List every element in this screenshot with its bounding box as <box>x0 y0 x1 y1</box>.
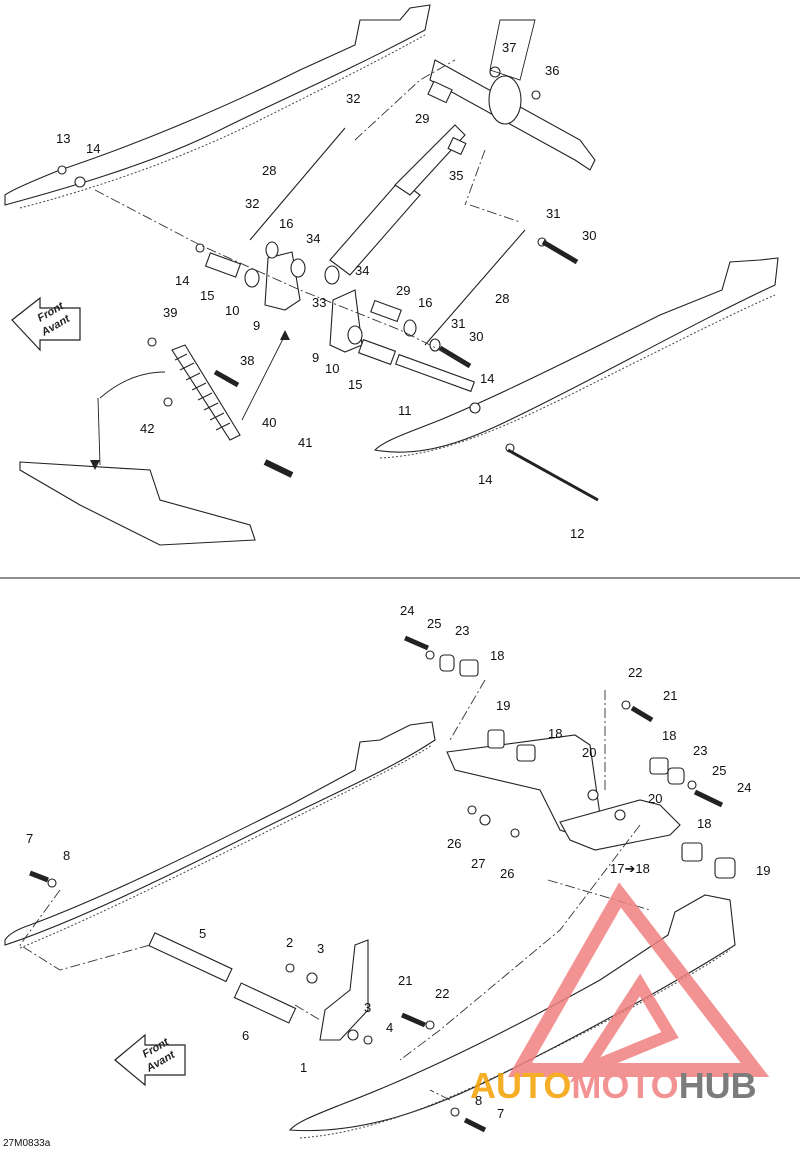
callout: 9 <box>312 350 319 365</box>
callouts-top: 37 36 32 29 13 14 28 35 32 16 34 31 30 1… <box>56 40 596 541</box>
callout: 17➔18 <box>610 861 650 876</box>
callout: 4 <box>386 1020 393 1035</box>
arm-linkage-bottom <box>559 799 681 851</box>
callout: 8 <box>475 1093 482 1108</box>
center-shock <box>329 124 466 276</box>
callout: 14 <box>175 273 189 288</box>
callout: 26 <box>500 866 514 881</box>
callout: 15 <box>200 288 214 303</box>
callout: 37 <box>502 40 516 55</box>
callout: 19 <box>496 698 510 713</box>
shaft-6 <box>233 982 297 1024</box>
callout: 42 <box>140 421 154 436</box>
callout: 6 <box>242 1028 249 1043</box>
cross-shaft-top <box>429 59 596 171</box>
callout: 16 <box>418 295 432 310</box>
watermark-part2: MOTO <box>571 1065 678 1106</box>
callout: 24 <box>400 603 414 618</box>
callout: 10 <box>225 303 239 318</box>
callout: 2 <box>286 935 293 950</box>
callout: 7 <box>26 831 33 846</box>
callout: 29 <box>415 111 429 126</box>
svg-text:AUTOMOTOHUB: AUTOMOTOHUB <box>470 1065 757 1106</box>
callout: 20 <box>582 745 596 760</box>
bushings-bottom <box>47 650 736 1117</box>
callout: 33 <box>312 295 326 310</box>
callout: 20 <box>648 791 662 806</box>
watermark-logo: AUTOMOTOHUB <box>470 882 770 1106</box>
spacers-top <box>57 66 547 453</box>
callout: 13 <box>56 131 70 146</box>
callout: 5 <box>199 926 206 941</box>
callout: 14 <box>86 141 100 156</box>
callout: 23 <box>455 623 469 638</box>
callout: 18 <box>490 648 504 663</box>
link-rod-right <box>424 229 526 346</box>
rear-shock <box>171 344 241 441</box>
callout: 19 <box>756 863 770 878</box>
callout: 18 <box>697 816 711 831</box>
rail-bottom-left <box>4 721 436 949</box>
callout: 27 <box>471 856 485 871</box>
callout: 29 <box>396 283 410 298</box>
callout: 31 <box>451 316 465 331</box>
link-rod-left <box>249 127 346 241</box>
callout: 21 <box>398 973 412 988</box>
callout: 32 <box>245 196 259 211</box>
callout: 25 <box>427 616 441 631</box>
callout: 22 <box>628 665 642 680</box>
callout: 14 <box>478 472 492 487</box>
callout: 34 <box>355 263 369 278</box>
callout: 3 <box>317 941 324 956</box>
callout: 41 <box>298 435 312 450</box>
callout: 30 <box>582 228 596 243</box>
figure-code: 27M0833a <box>3 1138 51 1149</box>
front-arrow-top: Front Avant <box>11 296 81 352</box>
callout: 40 <box>262 415 276 430</box>
callout: 32 <box>346 91 360 106</box>
callout: 30 <box>469 329 483 344</box>
callout: 23 <box>693 743 707 758</box>
callouts-bottom: 24 25 23 18 22 21 19 18 20 18 23 25 24 2… <box>26 603 770 1121</box>
callout: 11 <box>398 403 412 418</box>
callout: 10 <box>325 361 339 376</box>
callout: 18 <box>662 728 676 743</box>
front-arrow-bottom: Front Avant <box>114 1033 186 1087</box>
callout: 39 <box>163 305 177 320</box>
rear-arm-assembly <box>19 461 256 546</box>
callout: 16 <box>279 216 293 231</box>
bracket-1 <box>319 939 369 1041</box>
callout: 7 <box>497 1106 504 1121</box>
callout: 8 <box>63 848 70 863</box>
callout: 22 <box>435 986 449 1001</box>
callout: 21 <box>663 688 677 703</box>
rail-lower-right <box>373 257 779 459</box>
callout: 14 <box>480 371 494 386</box>
bolts-bottom <box>29 635 724 1133</box>
callout: 28 <box>262 163 276 178</box>
callout: 12 <box>570 526 584 541</box>
callout: 1 <box>300 1060 307 1075</box>
callout: 34 <box>306 231 320 246</box>
watermark-part1: AUTO <box>470 1065 571 1106</box>
callout: 36 <box>545 63 559 78</box>
callout: 35 <box>449 168 463 183</box>
callout: 18 <box>548 726 562 741</box>
watermark-triangle-icon <box>507 882 770 1077</box>
rail-upper-left <box>4 4 431 209</box>
callout: 15 <box>348 377 362 392</box>
callout: 9 <box>253 318 260 333</box>
callout: 38 <box>240 353 254 368</box>
callout: 31 <box>546 206 560 221</box>
callout: 28 <box>495 291 509 306</box>
shaft-5 <box>148 932 233 983</box>
callout: 25 <box>712 763 726 778</box>
callout: 3 <box>364 1000 371 1015</box>
callout: 26 <box>447 836 461 851</box>
callout: 24 <box>737 780 751 795</box>
watermark-part3: HUB <box>679 1065 757 1106</box>
